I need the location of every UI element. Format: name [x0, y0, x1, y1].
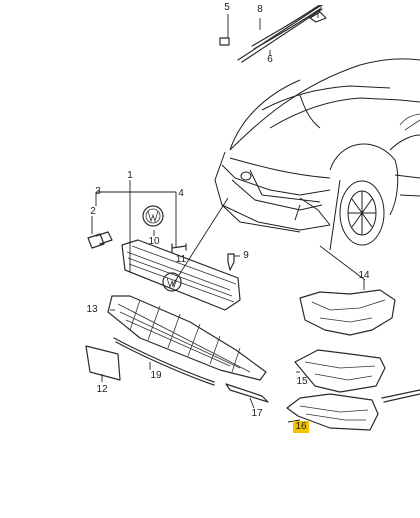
- bracket-14: [299, 289, 396, 336]
- car-illustration: [214, 58, 420, 251]
- cover-16: [286, 393, 379, 431]
- screws: [171, 243, 235, 271]
- callout-6: 6: [267, 54, 273, 65]
- callout-10: 10: [148, 236, 160, 247]
- trim-strip-17: [225, 383, 269, 403]
- leader-lines: [91, 14, 366, 423]
- callout-12: 12: [96, 384, 108, 395]
- callout-17: 17: [251, 408, 263, 419]
- trim-strip-19: [113, 337, 215, 383]
- clip-part: [87, 231, 113, 249]
- callout-13: 13: [86, 304, 98, 315]
- callout-16-highlighted: 16: [293, 421, 309, 433]
- right-strip: [381, 389, 420, 403]
- callout-11: 11: [175, 254, 187, 265]
- callout-9: 9: [243, 250, 249, 261]
- callout-8: 8: [257, 4, 263, 15]
- callout-5: 5: [224, 2, 230, 13]
- callout-2: 2: [90, 206, 96, 217]
- grille-insert-15: [294, 349, 386, 393]
- emblem-badge: [142, 205, 164, 227]
- callout-15: 15: [296, 376, 308, 387]
- license-plate-bracket: [85, 345, 121, 381]
- callout-4: 4: [178, 188, 184, 199]
- callout-1: 1: [127, 170, 133, 181]
- callout-14: 14: [358, 270, 370, 281]
- callout-3: 3: [95, 186, 101, 197]
- radiator-grille: [121, 239, 241, 311]
- callout-7: 7: [317, 4, 323, 15]
- lower-grille: [107, 295, 267, 381]
- callout-19: 19: [150, 370, 162, 381]
- trim-strips: [219, 5, 327, 63]
